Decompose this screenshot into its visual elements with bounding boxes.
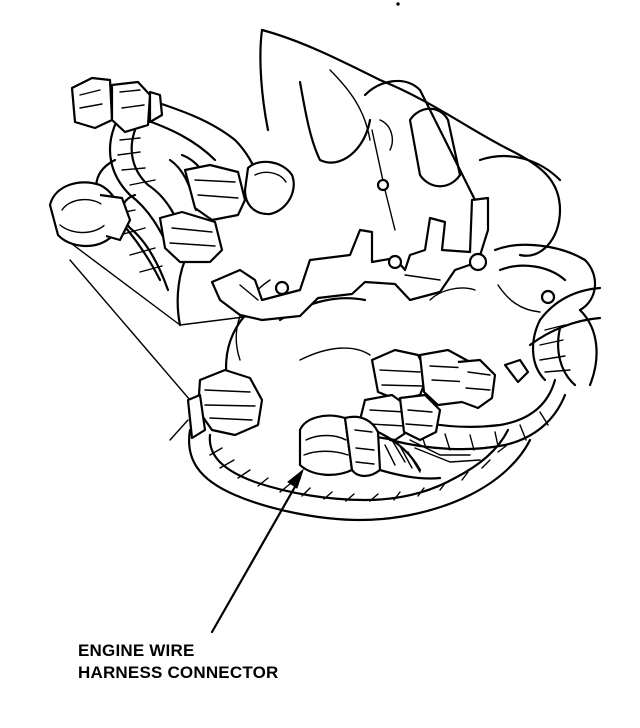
connector-left-round (48, 181, 132, 247)
callout-leader-arrow (210, 468, 305, 634)
right-connector-cluster (358, 348, 530, 463)
connector-center-upper (183, 160, 295, 222)
mounting-bracket (210, 196, 556, 322)
connector-left-lower (169, 368, 264, 441)
connector-center-lower (158, 210, 224, 264)
callout-label: ENGINE WIRE HARNESS CONNECTOR (78, 640, 279, 684)
callout-label-line1: ENGINE WIRE (78, 641, 195, 660)
main-wire-harness (188, 286, 602, 522)
engine-body-outline (59, 28, 598, 422)
connector-top-left (70, 76, 164, 134)
bolt-detail (376, 2, 400, 192)
callout-label-line2: HARNESS CONNECTOR (78, 663, 279, 682)
engine-wire-harness-connector (298, 414, 442, 480)
